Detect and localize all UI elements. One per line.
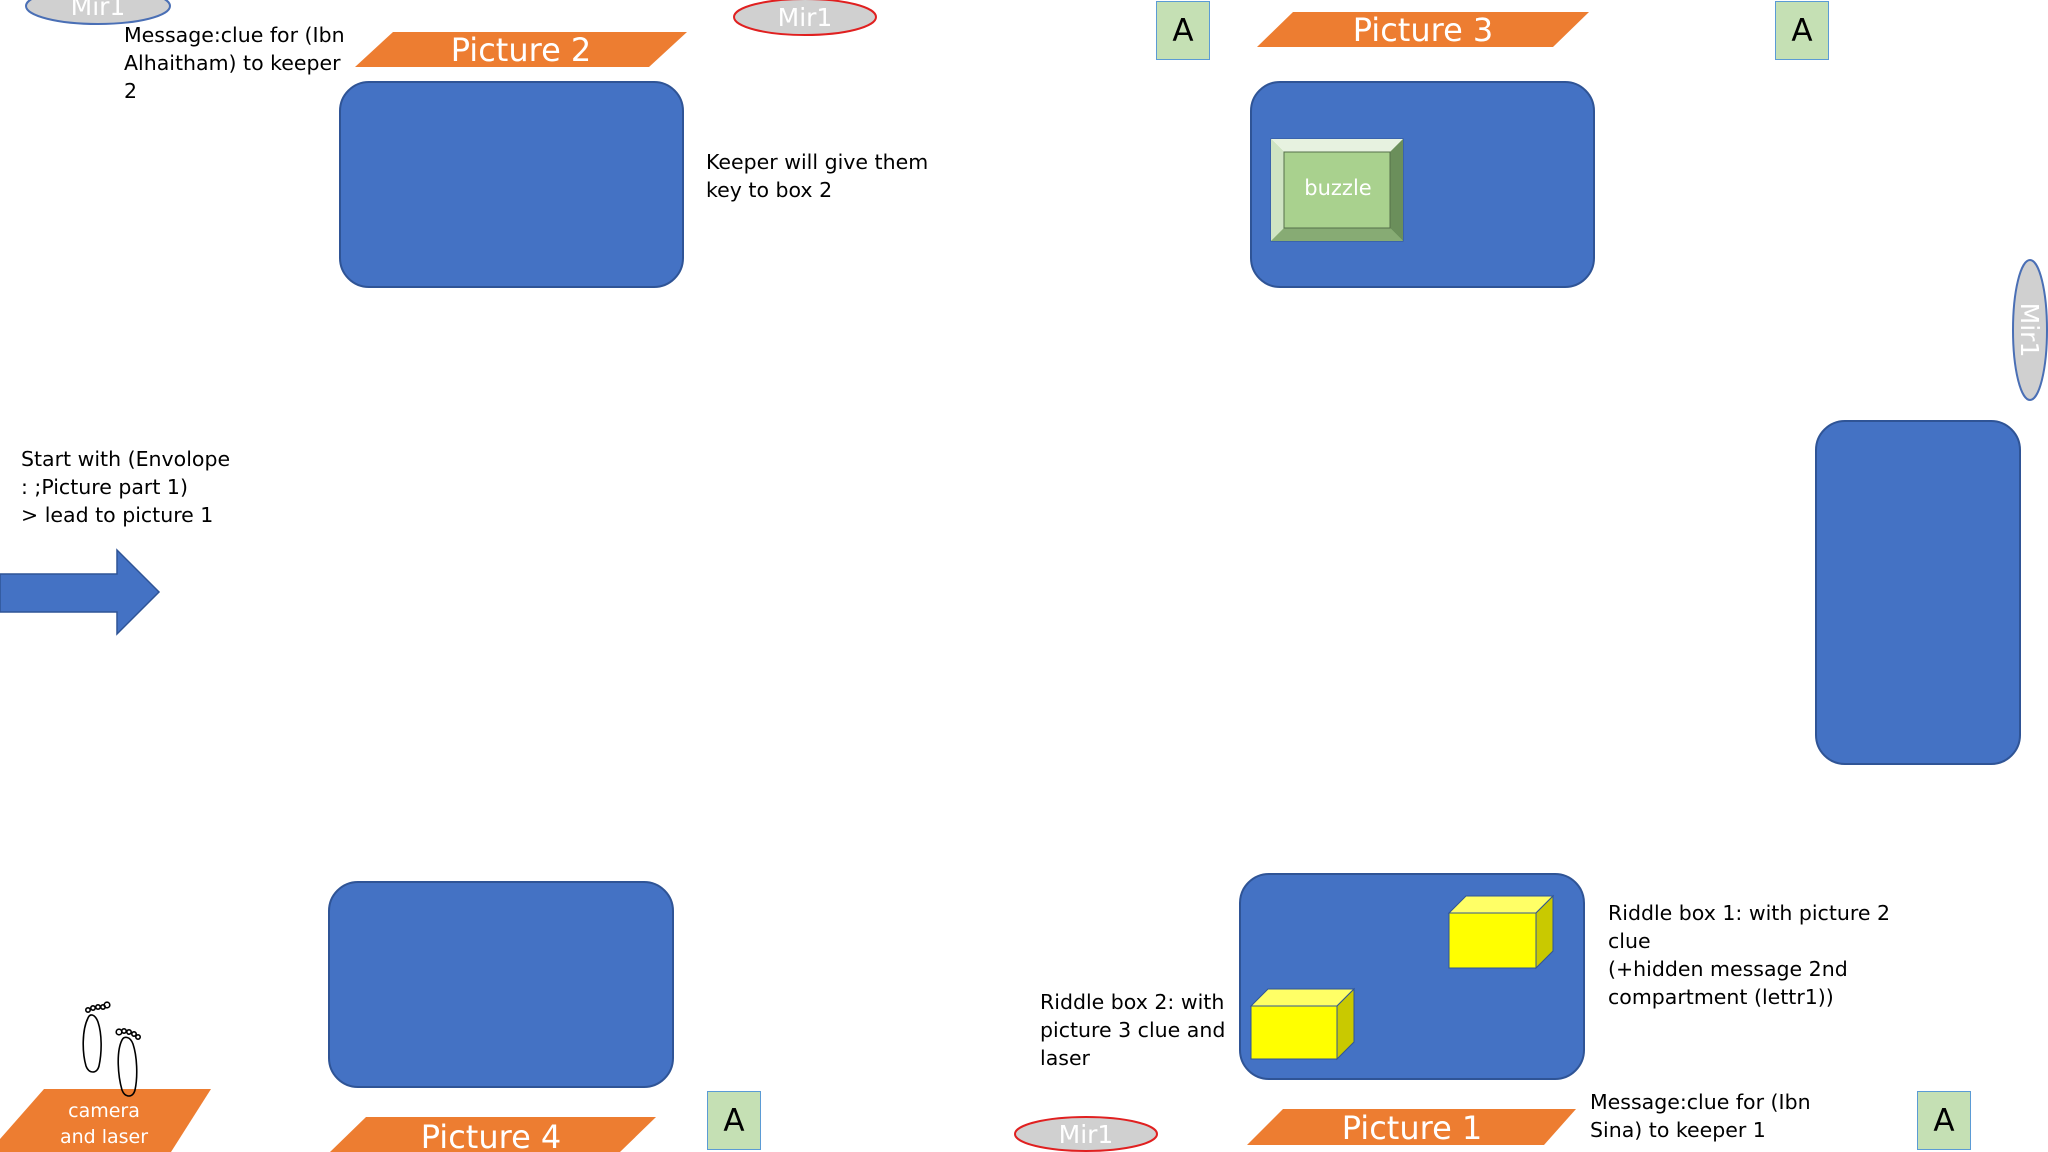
mirror-right: Mir1 <box>2012 259 2048 401</box>
camera-laser-banner: camera and laser <box>0 1089 211 1152</box>
note-keeper-key: Keeper will give them key to box 2 <box>706 150 929 202</box>
mirror-top-left: Mir1 <box>25 0 171 25</box>
mirror-top-left-label: Mir1 <box>71 0 126 21</box>
note-message-sina: Message:clue for (Ibn Sina) to keeper 1 <box>1590 1090 1811 1142</box>
note-message-alhaitham: Message:clue for (Ibn Alhaitham) to keep… <box>124 23 345 103</box>
a-marker-bottom-right: A <box>1917 1091 1971 1150</box>
camera-label: camera <box>68 1100 140 1122</box>
footprints-icon <box>82 1001 142 1097</box>
picture-1-banner: Picture 1 <box>1247 1109 1576 1147</box>
table-top-left <box>339 81 684 288</box>
picture-3-label: Picture 3 <box>1353 11 1494 49</box>
picture-3-banner: Picture 3 <box>1257 11 1589 49</box>
note-start: Start with (Envolope : ;Picture part 1) … <box>21 447 231 527</box>
picture-4-label: Picture 4 <box>421 1118 562 1152</box>
a-marker-top-center: A <box>1156 1 1210 60</box>
mirror-top-center: Mir1 <box>733 0 877 36</box>
table-right <box>1815 420 2021 765</box>
mirror-right-label: Mir1 <box>2015 303 2044 358</box>
buzzle-label: buzzle <box>1304 176 1372 200</box>
a-marker-bottom-left: A <box>707 1091 761 1150</box>
mirror-bottom-center: Mir1 <box>1014 1116 1158 1152</box>
a-marker-top-right: A <box>1775 1 1829 60</box>
note-riddle-box-1: Riddle box 1: with picture 2 clue (+hidd… <box>1608 901 1890 1009</box>
start-arrow <box>0 548 161 636</box>
table-bottom-left <box>328 881 674 1088</box>
picture-2-label: Picture 2 <box>451 31 592 69</box>
picture-4-banner: Picture 4 <box>330 1117 656 1152</box>
mirror-top-center-label: Mir1 <box>778 3 833 32</box>
mirror-bottom-center-label: Mir1 <box>1059 1120 1114 1149</box>
note-riddle-box-2: Riddle box 2: with picture 3 clue and la… <box>1040 990 1226 1070</box>
picture-2-banner: Picture 2 <box>355 31 687 69</box>
table-bottom-right <box>1239 873 1585 1080</box>
laser-label: and laser <box>60 1126 148 1148</box>
picture-1-label: Picture 1 <box>1342 1109 1483 1147</box>
